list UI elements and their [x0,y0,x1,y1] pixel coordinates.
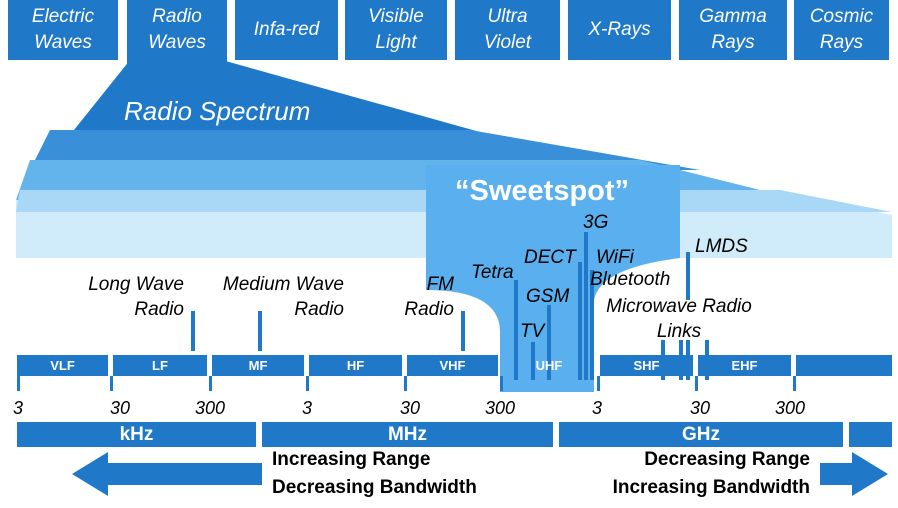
tab-label: Gamma Rays [699,6,767,53]
band-hf: HF [309,355,402,376]
tab-cosmic-rays: Cosmic Rays [794,0,889,60]
tab-label: Electric Waves [31,6,95,53]
label-tetra: Tetra [471,262,514,283]
left-caption-line2: Decreasing Bandwidth [272,477,477,498]
unit-mhz: MHz [262,422,553,447]
tab-infrared: Infa-red [235,0,338,60]
tab-label: Ultra Violet [483,6,532,53]
right-caption-line1: Decreasing Range [644,449,810,470]
band-uhf: UHF [535,358,563,373]
marker-tv [531,342,535,380]
band-ehf: EHF [698,355,791,376]
right-arrow-icon [820,452,888,496]
tab-visible-light: Visible Light [345,0,447,60]
band-beyond [796,355,892,376]
right-caption-line2: Increasing Bandwidth [612,477,810,498]
band-vlf: VLF [17,355,108,376]
tab-label: X-Rays [588,19,651,40]
label-wifi: WiFi [596,247,634,268]
tab-label: Infa-red [253,19,320,40]
tab-electric-waves: Electric Waves [8,0,118,60]
tick-label: 300 [485,398,516,418]
marker-long-wave [191,311,195,351]
tab-label: Cosmic Rays [809,6,874,53]
tab-radio-waves: Radio Waves [127,0,227,74]
label-long-wave: Long Wave Radio [88,274,184,320]
unit-khz: kHz [17,422,256,447]
marker-gsm [547,305,551,380]
tick-lines [17,376,796,391]
unit-ghz: GHz [559,422,843,447]
right-caption: Decreasing Range Increasing Bandwidth [584,446,810,502]
left-arrow-icon [72,452,262,496]
marker-wifi [590,270,594,380]
tick-label: 3 [13,398,24,418]
label-microwave-links: Microwave Radio Links [606,296,752,342]
marker-medium-wave [258,311,262,351]
tab-label: Radio Waves [148,6,206,53]
left-caption-line1: Increasing Range [272,449,431,470]
marker-dect [578,262,582,380]
tab-label: Visible Light [368,6,424,53]
tick-label: 300 [775,398,806,418]
tick-label: 3 [592,398,603,418]
marker-fm [461,311,465,351]
label-gsm: GSM [526,286,570,307]
marker-lmds [686,252,690,300]
tab-gamma-rays: Gamma Rays [679,0,787,60]
tick-label: 30 [110,398,131,418]
sweetspot-region [426,165,680,392]
band-shf: SHF [600,355,693,376]
tick-label: 300 [195,398,226,418]
radio-spectrum-title: Radio Spectrum [124,96,311,126]
band-lf: LF [113,355,207,376]
sweetspot-label: “Sweetspot” [455,175,630,207]
marker-3g [584,232,588,380]
label-lmds: LMDS [695,236,748,257]
label-bluetooth: Bluetooth [590,269,671,290]
band-mf: MF [212,355,304,376]
band-vhf: VHF [407,355,498,376]
label-dect: DECT [524,247,576,268]
left-caption: Increasing Range Decreasing Bandwidth [272,446,477,502]
marker-tetra [514,280,518,380]
tab-ultra-violet: Ultra Violet [455,0,560,60]
tick-label: 30 [690,398,711,418]
label-3g: 3G [583,212,609,233]
tab-x-rays: X-Rays [568,0,671,60]
label-tv: TV [520,321,545,342]
tick-label: 30 [400,398,421,418]
unit-beyond [849,422,892,447]
label-fm: FM Radio [404,274,454,320]
label-medium-wave: Medium Wave Radio [222,274,344,320]
tick-label: 3 [302,398,313,418]
